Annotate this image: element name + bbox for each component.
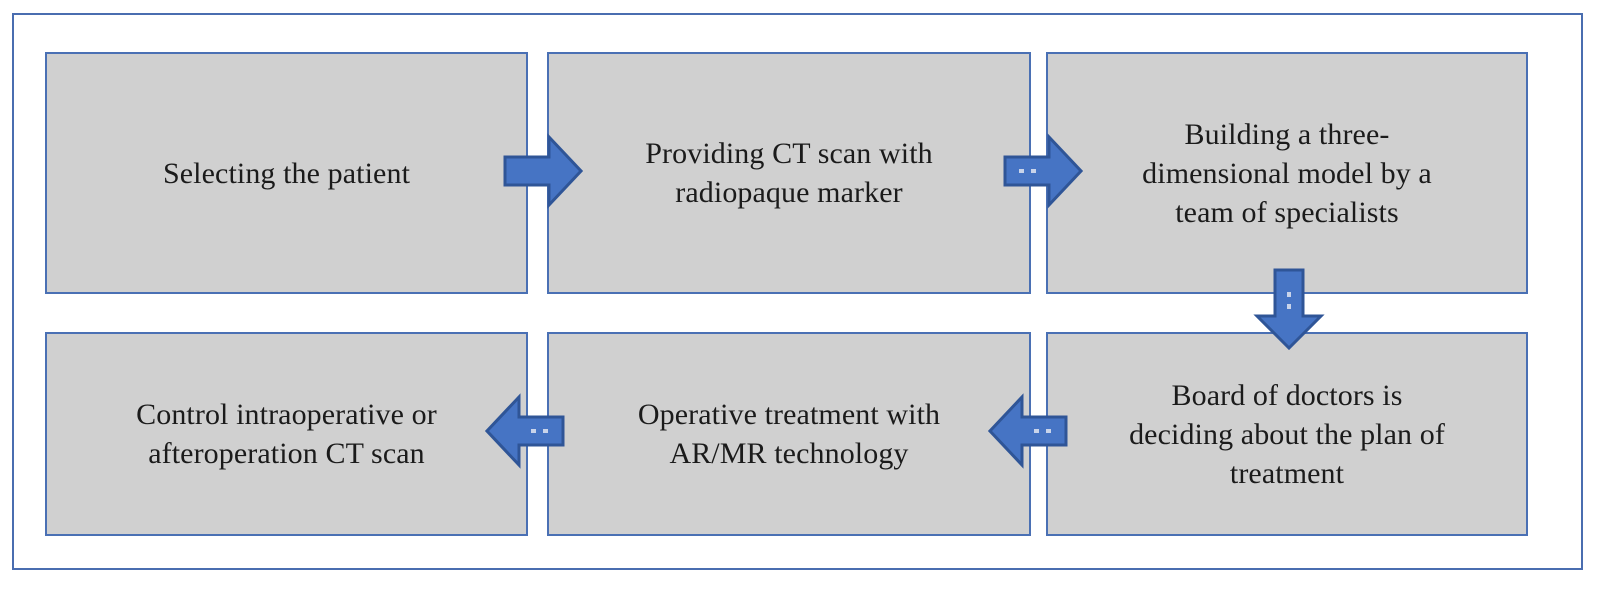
- process-box-operative-treatment[interactable]: Operative treatment with AR/MR technolog…: [547, 332, 1031, 536]
- process-box-select-patient[interactable]: Selecting the patient: [45, 52, 528, 294]
- process-box-label: Control intraoperative or afteroperation…: [136, 398, 437, 470]
- process-box-3d-model[interactable]: Building a three- dimensional model by a…: [1046, 52, 1528, 294]
- process-box-control-ct-scan[interactable]: Control intraoperative or afteroperation…: [45, 332, 528, 536]
- outer-border-frame: [12, 13, 1583, 570]
- arrow-left-icon: [988, 391, 1068, 471]
- arrow-left-icon: [485, 391, 565, 471]
- process-box-label: Building a three- dimensional model by a…: [1142, 117, 1432, 229]
- process-box-board-of-doctors[interactable]: Board of doctors is deciding about the p…: [1046, 332, 1528, 536]
- arrow-down-icon: [1251, 268, 1327, 350]
- process-box-label: Selecting the patient: [162, 156, 411, 190]
- process-box-ct-scan[interactable]: Providing CT scan with radiopaque marker: [547, 52, 1031, 294]
- arrow-right-icon: [1003, 131, 1083, 211]
- arrow-right-icon: [503, 131, 583, 211]
- process-box-label: Providing CT scan with radiopaque marker: [645, 137, 933, 209]
- process-box-label: Operative treatment with AR/MR technolog…: [637, 398, 941, 470]
- process-box-label: Board of doctors is deciding about the p…: [1129, 378, 1445, 490]
